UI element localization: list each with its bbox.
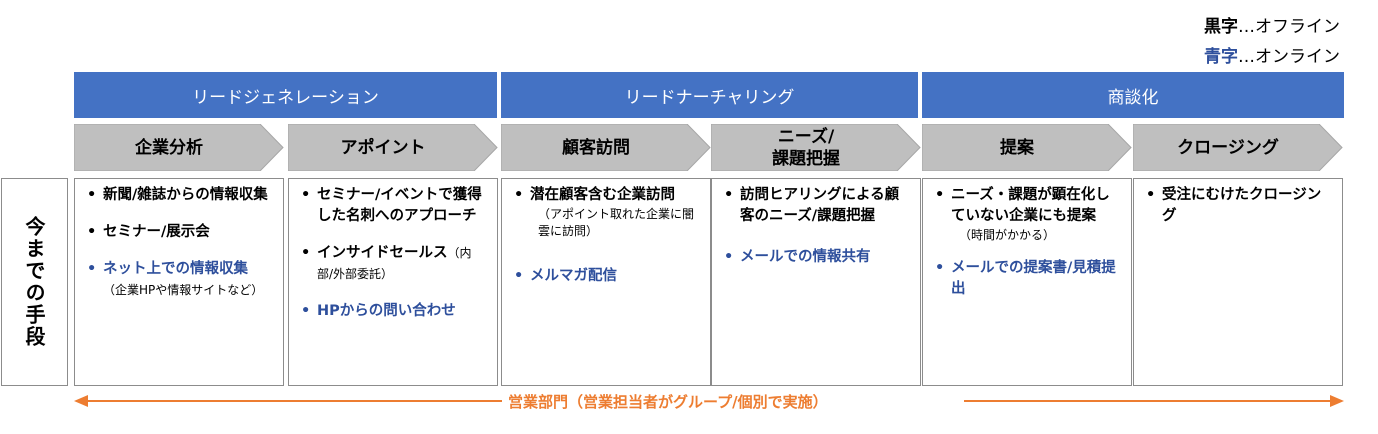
legend-offline-key: 黒字 [1204, 17, 1238, 37]
stage-label: アポイント [340, 137, 426, 158]
legend-online-separator: … [1238, 47, 1255, 67]
legend-offline-label: オフライン [1255, 17, 1340, 37]
phase-deal: 商談化 [922, 72, 1344, 118]
arrowhead-right-icon [1330, 395, 1344, 407]
note: （時間がかかる） [959, 228, 1056, 242]
cell-proposal: ニーズ・課題が顕在化していない企業にも提案（時間がかかる） メールでの提案書/見… [922, 178, 1132, 386]
phase-lead-nurturing: リードナーチャリング [501, 72, 918, 118]
legend-online: 青字…オンライン [1204, 42, 1340, 67]
stage-label: 企業分析 [135, 137, 203, 158]
row-label: 今までの手段 [22, 216, 46, 348]
stage-appointment: アポイント [288, 124, 498, 171]
legend-offline-separator: … [1238, 17, 1255, 37]
legend-offline: 黒字…オフライン [1204, 12, 1340, 37]
stage-company-analysis: 企業分析 [74, 124, 284, 171]
chevron-shape [74, 124, 284, 171]
cell-needs-understanding: 訪問ヒアリングによる顧客のニーズ/課題把握 メールでの情報共有 [711, 178, 921, 386]
stage-label: 提案 [1000, 137, 1034, 158]
list-item: 潜在顧客含む企業訪問（アポイント取れた企業に闇雲に訪問） [502, 185, 696, 240]
phase-lead-generation: リードジェネレーション [74, 72, 497, 118]
list-item: 訪問ヒアリングによる顧客のニーズ/課題把握 [712, 185, 906, 227]
stage-label: 顧客訪問 [562, 137, 630, 158]
arrow-line-right [964, 400, 1332, 402]
list-item-online: ネット上での情報収集（企業HPや情報サイトなど） [75, 259, 269, 301]
chevron-shape [922, 124, 1132, 171]
stage-label: クロージング [1177, 137, 1279, 158]
stage-label: ニーズ/ 課題把握 [772, 126, 840, 169]
stage-customer-visit: 顧客訪問 [501, 124, 711, 171]
list-item-online: HPからの問い合わせ [289, 301, 483, 322]
list-item: ニーズ・課題が顕在化していない企業にも提案（時間がかかる） [923, 185, 1117, 244]
cell-customer-visit: 潜在顧客含む企業訪問（アポイント取れた企業に闇雲に訪問） メルマガ配信 [501, 178, 711, 386]
footer-label: 営業部門（営業担当者がグループ/個別で実施） [508, 393, 828, 411]
stage-proposal: 提案 [922, 124, 1132, 171]
note: （アポイント取れた企業に闇雲に訪問） [538, 207, 695, 238]
chevron-shape [288, 124, 498, 171]
stage-needs-understanding: ニーズ/ 課題把握 [711, 124, 921, 171]
cell-closing: 受注にむけたクロージング [1133, 178, 1343, 386]
stage-closing: クロージング [1133, 124, 1343, 171]
legend-online-label: オンライン [1255, 47, 1340, 67]
row-label-box: 今までの手段 [1, 178, 68, 386]
chevron-shape [1133, 124, 1343, 171]
cell-company-analysis: 新聞/雑誌からの情報収集 セミナー/展示会 ネット上での情報収集（企業HPや情報… [74, 178, 284, 386]
chevron-shape [501, 124, 711, 171]
note: （企業HPや情報サイトなど） [103, 283, 264, 297]
arrowhead-left-icon [74, 395, 88, 407]
list-item: 受注にむけたクロージング [1134, 185, 1328, 227]
cell-appointment: セミナー/イベントで獲得した名刺へのアプローチ インサイドセールス（内部/外部委… [288, 178, 498, 386]
note: （内部/外部委託） [317, 246, 472, 281]
list-item: 新聞/雑誌からの情報収集 [75, 185, 269, 206]
chevron-shape [711, 124, 921, 171]
list-item: インサイドセールス（内部/外部委託） [289, 243, 483, 285]
list-item-online: メールでの提案書/見積提出 [923, 258, 1117, 300]
list-item: セミナー/展示会 [75, 222, 269, 243]
arrow-line-left [84, 400, 502, 402]
list-item-online: メルマガ配信 [502, 266, 696, 287]
legend-online-key: 青字 [1204, 47, 1238, 67]
list-item: セミナー/イベントで獲得した名刺へのアプローチ [289, 185, 483, 227]
list-item-online: メールでの情報共有 [712, 247, 906, 268]
